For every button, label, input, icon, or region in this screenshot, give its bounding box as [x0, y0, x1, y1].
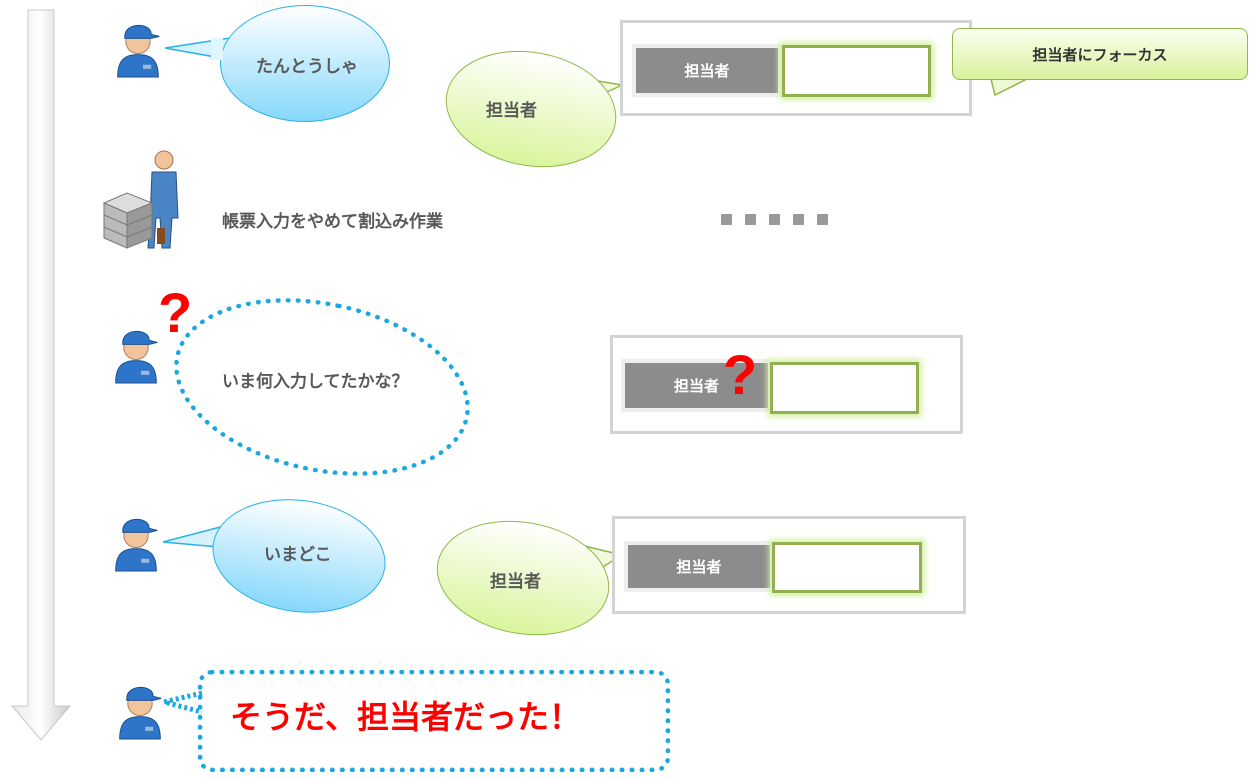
ellipsis-dot	[793, 214, 804, 225]
person-icon	[112, 14, 164, 80]
server-worker-icon	[102, 150, 179, 249]
reply-text: 担当者	[490, 572, 541, 592]
callout-tail	[163, 690, 203, 715]
thought-text: いま何入力してたかな？	[222, 372, 409, 392]
speech-text: たんとうしゃ	[256, 57, 358, 77]
tantousha-input[interactable]	[770, 362, 919, 414]
ellipsis-dot	[721, 214, 732, 225]
interrupt-text: 帳票入力をやめて割込み作業	[222, 212, 443, 232]
realization-callout	[198, 670, 670, 772]
ellipsis-dot	[769, 214, 780, 225]
question-mark: ?	[723, 343, 758, 406]
speech-text: いまどこ	[264, 545, 332, 565]
realization-text: そうだ、担当者だった！	[230, 698, 582, 736]
field-label: 担当者	[632, 44, 782, 97]
speech-bubble	[220, 5, 390, 122]
tantousha-input[interactable]	[772, 542, 922, 593]
person-icon	[110, 320, 162, 386]
field-label: 担当者	[621, 359, 772, 412]
ellipsis-dot	[745, 214, 756, 225]
reply-text: 担当者	[486, 101, 537, 121]
person-icon	[114, 676, 166, 742]
tail-join	[211, 38, 223, 60]
question-mark: ?	[158, 281, 193, 344]
timeline-arrow	[10, 9, 72, 741]
tantousha-input[interactable]	[782, 45, 931, 97]
person-icon	[110, 508, 162, 574]
callout-tail	[989, 74, 1036, 97]
field-label: 担当者	[624, 541, 774, 592]
ellipsis-dot	[817, 214, 828, 225]
focus-callout: 担当者にフォーカス	[952, 28, 1248, 80]
